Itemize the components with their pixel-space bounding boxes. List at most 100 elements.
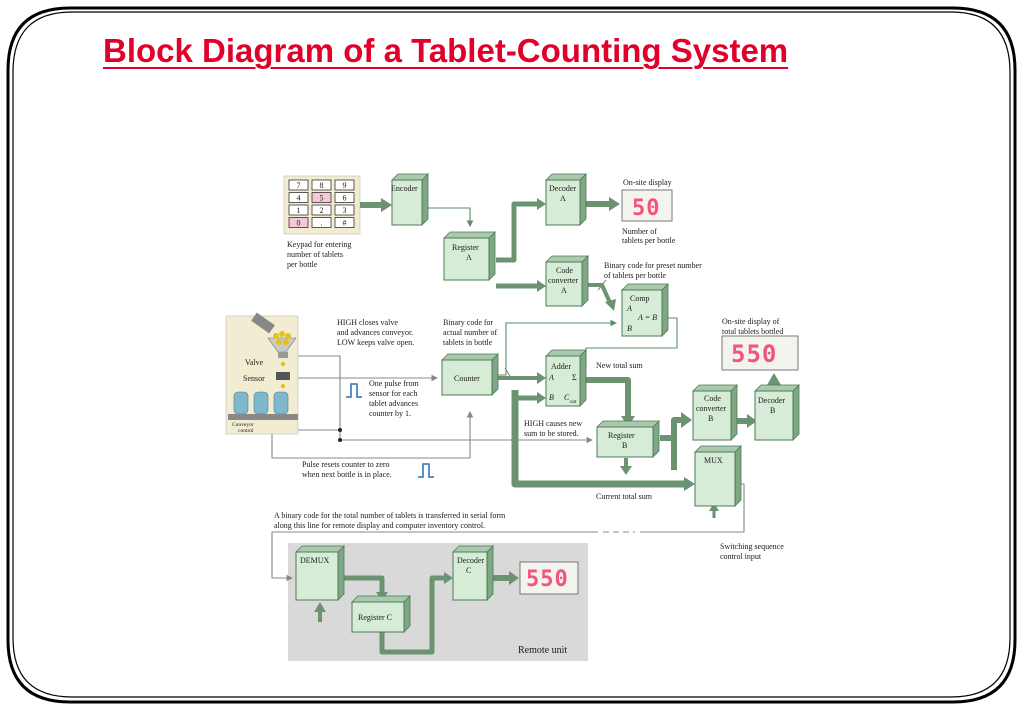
keypad-key-label: # (343, 219, 347, 228)
keypad-key-label: . (321, 219, 323, 228)
keypad-key-label: 1 (297, 206, 301, 215)
adder-carry-sub: out (570, 400, 577, 405)
decoder-b-label-2: B (770, 406, 775, 415)
annotations: On-site display Number of tablets per bo… (274, 178, 784, 561)
high-causes-2: sum to be stored. (524, 429, 579, 438)
keypad-key: 2 (311, 204, 332, 216)
binary-actual-3: tablets in bottle (443, 338, 493, 347)
new-total-sum-label: New total sum (596, 361, 643, 370)
one-pulse-1: One pulse from (369, 379, 420, 388)
decoder-c-label-2: C (466, 566, 471, 575)
high-causes-1: HIGH causes new (524, 419, 582, 428)
comp-output: A = B (637, 313, 657, 322)
onsite-total-1: On-site display of (722, 317, 780, 326)
register-a-block (443, 231, 496, 281)
control-wires (271, 207, 745, 582)
code-converter-a-label-3: A (561, 286, 567, 295)
conveyor-label-1: Conveyor (232, 422, 254, 428)
keypad: 7 8 9 4 5 6 1 2 3 0. # Keypad for entering number … (283, 175, 361, 269)
code-converter-a-block (545, 255, 589, 307)
remote-display: 550 (519, 561, 579, 595)
keypad-key: 6 (334, 192, 355, 203)
current-total-sum-label: Current total sum (596, 492, 653, 501)
decoder-b-block (754, 384, 800, 441)
adder-input-a: A (548, 373, 554, 382)
register-b-block (596, 420, 660, 458)
block-labels: Encoder Register A Decoder A Code conver… (300, 184, 785, 622)
decoder-a-label-1: Decoder (549, 184, 576, 193)
binary-actual-1: Binary code for (443, 318, 494, 327)
keypad-key: 5 (311, 192, 332, 203)
sensor-label: Sensor (243, 374, 265, 383)
code-converter-b-block (692, 384, 738, 441)
one-pulse-4: counter by 1. (369, 409, 411, 418)
counter-block (441, 353, 499, 396)
mux-label: MUX (704, 456, 723, 465)
decoder-a-block (545, 173, 587, 226)
high-closes-3: LOW keeps valve open. (337, 338, 414, 347)
register-c-label: Register C (358, 613, 392, 622)
pulse-icon-reset (418, 463, 434, 478)
keypad-key: 9 (334, 179, 355, 191)
keypad-caption-1: Keypad for entering (287, 240, 351, 249)
keypad-key: 0 (288, 217, 309, 228)
keypad-key-label: 7 (297, 181, 301, 190)
keypad-key-label: 5 (320, 194, 324, 203)
comp-input-b: B (627, 324, 632, 333)
counter-label: Counter (454, 374, 480, 383)
high-closes-2: and advances conveyor. (337, 328, 413, 337)
onsite-display: 50 (621, 189, 673, 222)
valve-label: Valve (245, 358, 264, 367)
register-a-label-1: Register (452, 243, 479, 252)
keypad-key: 3 (334, 204, 355, 216)
keypad-key: 4 (288, 192, 309, 203)
keypad-key-label: 3 (343, 206, 347, 215)
keypad-key-label: 6 (343, 194, 347, 203)
number-per-bottle-2: tablets per bottle (622, 236, 676, 245)
demux-label: DEMUX (300, 556, 330, 565)
adder-sum: Σ (572, 373, 577, 382)
comp-block (621, 283, 669, 337)
conveyor-label-2: control (238, 428, 254, 434)
switching-2: control input (720, 552, 762, 561)
comp-input-a: A (626, 304, 632, 313)
one-pulse-2: sensor for each (369, 389, 417, 398)
adder-input-b: B (549, 393, 554, 402)
keypad-key-label: 0 (297, 219, 301, 228)
register-b-label-2: B (622, 441, 627, 450)
binary-preset-1: Binary code for preset number (604, 261, 702, 270)
one-pulse-3: tablet advances (369, 399, 418, 408)
register-c-block (351, 595, 411, 633)
keypad-key-label: 9 (343, 181, 347, 190)
mux-block (694, 445, 742, 507)
keypad-key-label: 4 (297, 194, 301, 203)
remote-display-value: 550 (526, 567, 569, 592)
code-converter-b-label-2: converter (696, 404, 727, 413)
binary-preset-2: of tablets per bottle (604, 271, 666, 280)
serial-note-1: A binary code for the total number of ta… (274, 511, 506, 520)
decoder-c-block (452, 545, 494, 601)
keypad-key: 8 (311, 179, 332, 191)
onsite-display-label: On-site display (623, 178, 672, 187)
register-a-label-2: A (466, 253, 472, 262)
keypad-key-label: 2 (320, 206, 324, 215)
binary-actual-2: actual number of (443, 328, 498, 337)
adder-block (545, 349, 587, 407)
onsite-display-value: 50 (632, 196, 661, 221)
code-converter-a-label-1: Code (556, 266, 573, 275)
keypad-key-label: 8 (320, 181, 324, 190)
total-display: 550 (721, 335, 799, 371)
keypad-key: # (334, 217, 355, 228)
keypad-caption-3: per bottle (287, 260, 318, 269)
number-per-bottle-1: Number of (622, 227, 657, 236)
decoder-b-label-1: Decoder (758, 396, 785, 405)
decoder-c-label-1: Decoder (457, 556, 484, 565)
adder-carry: C (564, 393, 570, 402)
decoder-a-label-2: A (560, 194, 566, 203)
page-title: Block Diagram of a Tablet-Counting Syste… (103, 32, 789, 69)
conveyor-illustration: Valve Sensor Conveyor control (225, 312, 299, 435)
total-display-value: 550 (731, 340, 777, 368)
keypad-caption-2: number of tablets (287, 250, 343, 259)
code-converter-a-label-2: converter (548, 276, 579, 285)
